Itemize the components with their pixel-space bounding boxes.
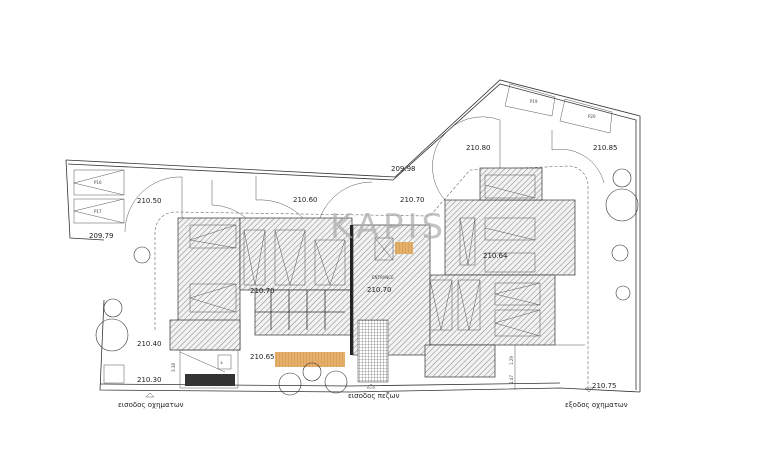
tree-icon	[95, 318, 129, 352]
parking-label: P17	[94, 209, 102, 214]
elevation-label: 209.98	[391, 165, 416, 173]
elevation-label: 210.60	[293, 196, 318, 204]
elevation-label: 210.65	[250, 353, 275, 361]
entry-shelter: ♿ 3.38	[171, 349, 239, 389]
elevation-label: 210.30	[137, 376, 162, 384]
wheelchair-icon: ♿	[220, 360, 224, 365]
elevation-markers: 210.50 210.60 209.79 209.98 210.70 210.8…	[89, 144, 618, 390]
tree-icon	[611, 244, 629, 262]
wood-deck	[275, 352, 345, 367]
parking-top-right: P19 P20	[504, 83, 613, 134]
trees	[95, 168, 639, 396]
watermark-logo: KAPIS	[330, 207, 447, 247]
vehicle-entry-label: εισοδος οχηματων	[118, 401, 184, 409]
building-right	[424, 167, 585, 378]
tree-icon	[278, 372, 302, 396]
elevation-label: 210.85	[593, 144, 618, 152]
parking-label: P20	[588, 114, 596, 119]
tree-icon	[103, 298, 123, 318]
entry-arrow-icon	[366, 383, 376, 389]
vehicle-exit-label: εξοδος οχηματων	[565, 401, 628, 409]
building-left	[169, 217, 241, 351]
tree-icon	[615, 285, 631, 301]
elevation-label: 210.70	[367, 286, 392, 294]
building-center: ENTRANCE	[352, 224, 431, 383]
building-middle	[239, 217, 353, 355]
elevation-label: 210.70	[400, 196, 425, 204]
tree-icon	[302, 362, 322, 382]
tree-icon	[133, 246, 151, 264]
elevation-label: 209.79	[89, 232, 114, 240]
dimension-label: 3.38	[171, 363, 176, 372]
elevation-label: 210.40	[137, 340, 162, 348]
elevation-label: 210.80	[466, 144, 491, 152]
tree-icon	[612, 168, 632, 188]
tree-icon	[605, 188, 639, 222]
parking-label: P16	[94, 180, 102, 185]
elevation-label: 210.50	[137, 197, 162, 205]
driveway	[124, 116, 605, 390]
tree-icon	[324, 370, 348, 394]
dimension-label: 1.29	[509, 356, 514, 365]
exit-arrow-icon	[584, 387, 594, 393]
bin-store	[103, 364, 125, 384]
pedestrian-entry-label: εισοδος πεζων	[348, 392, 399, 400]
parking-top-left: P16 P17	[73, 169, 125, 224]
entry-arrow-icon	[145, 392, 155, 398]
elevation-label: 210.70	[250, 287, 275, 295]
parking-label: P19	[530, 99, 538, 104]
entrance-label: ENTRANCE	[372, 275, 394, 280]
elevation-label: 210.64	[483, 252, 508, 260]
dimension-label: 1.47	[509, 375, 514, 384]
elevation-label: 210.75	[592, 382, 617, 390]
